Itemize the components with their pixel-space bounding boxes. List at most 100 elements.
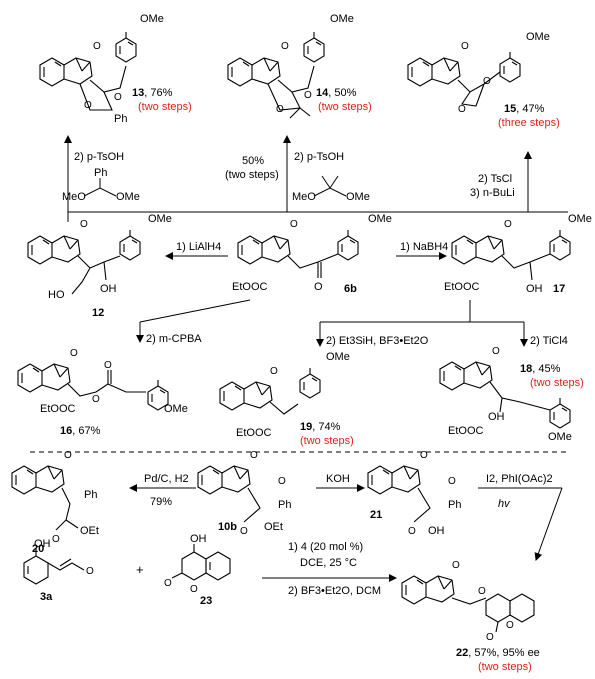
condition-catalyst: 1) 4 (20 mol %): [288, 541, 363, 553]
methoxy-label: OMe: [148, 213, 172, 225]
oxygen-label: O: [483, 76, 491, 87]
condition-hv: hv: [498, 498, 511, 510]
compound-22-structure: [401, 575, 535, 633]
condition-dce: DCE, 25 °C: [300, 557, 357, 569]
methoxy-label: OMe: [326, 351, 350, 363]
oxygen-label: O: [240, 526, 248, 537]
condition-yield-79: 79%: [150, 496, 172, 508]
oxygen-label: O: [64, 450, 72, 461]
compound-6b-structure: [237, 229, 359, 278]
ester-label: EtOOC: [232, 281, 268, 293]
compound-18-label: 18, 45%: [520, 363, 561, 375]
condition-ptsoh-14: 2) p-TsOH: [294, 151, 344, 163]
ester-label: EtOOC: [236, 427, 272, 439]
condition-bf3: 2) BF3•Et2O, DCM: [288, 585, 381, 597]
hydroxyl-label: OH: [488, 411, 505, 423]
oxygen-label: O: [86, 566, 94, 577]
hydroxyl-label: OH: [100, 283, 117, 295]
condition-nabh4: 1) NaBH4: [400, 241, 448, 253]
compound-16-label: 16, 67%: [60, 425, 101, 437]
oxygen-label: O: [452, 560, 460, 571]
oxygen-label: O: [70, 348, 78, 359]
compound-15-structure: [407, 51, 521, 107]
oxygen-label: O: [93, 41, 101, 52]
oxygen-label: O: [290, 219, 298, 230]
compound-10b-structure: [197, 465, 261, 523]
oxygen-label: O: [448, 476, 456, 487]
oxygen-label: O: [458, 104, 466, 115]
methoxy-label: MeO: [62, 191, 86, 203]
oxygen-label: O: [492, 346, 500, 357]
compound-3a-label: 3a: [40, 591, 53, 603]
oxygen-label: O: [461, 41, 469, 52]
methoxy-label: OMe: [140, 13, 164, 25]
condition-koh: KOH: [326, 473, 350, 485]
condition-yield-50: 50%: [242, 155, 264, 167]
compound-12-structure: [27, 229, 141, 295]
methoxy-label: MeO: [292, 191, 316, 203]
compound-3a-structure: [23, 548, 85, 585]
ester-label: EtOOC: [40, 403, 76, 415]
condition-et3sih: 2) Et3SiH, BF3•Et2O: [326, 335, 429, 347]
hydroxyl-label: HO: [48, 289, 65, 301]
compound-10b-label: 10b: [218, 521, 237, 533]
oxygen-label: O: [164, 578, 172, 589]
condition-i2: I2, PhI(OAc)2: [486, 473, 553, 485]
oxygen-label: O: [276, 104, 284, 115]
compound-13-label: 13, 76%: [132, 87, 173, 99]
oxygen-label: O: [506, 620, 514, 631]
oxygen-label: O: [104, 360, 112, 371]
condition-pdc: Pd/C, H2: [144, 473, 189, 485]
compound-23-label: 23: [200, 595, 212, 607]
reagent-dimethoxypropane: [313, 175, 347, 197]
methoxy-label: OMe: [526, 31, 550, 43]
compound-23-structure: [171, 544, 231, 581]
compound-21-structure: [367, 465, 431, 523]
compound-15-steps: (three steps): [498, 117, 560, 129]
oxygen-label: O: [84, 100, 92, 111]
compound-14-structure: [227, 31, 325, 119]
compound-17-label: 17: [553, 283, 565, 295]
ester-label: EtOOC: [444, 281, 480, 293]
compound-19-steps: (two steps): [300, 435, 354, 447]
arrow-i2-hv: [478, 487, 563, 561]
condition-two-steps: (two steps): [225, 169, 279, 181]
condition-lialh4: 1) LiAlH4: [176, 241, 221, 253]
compound-15-label: 15, 47%: [504, 103, 545, 115]
oxygen-label: O: [270, 366, 278, 377]
hydroxyl-label: OH: [428, 525, 445, 537]
methoxy-label: OMe: [164, 403, 188, 415]
arrow-mcpba: [136, 299, 251, 343]
compound-20-label: 20: [32, 543, 44, 555]
oxygen-label: O: [420, 450, 428, 461]
oxygen-label: O: [278, 476, 286, 487]
compound-14-steps: (two steps): [318, 101, 372, 113]
ester-label: EtOOC: [448, 425, 484, 437]
compound-14-label: 14, 50%: [316, 87, 357, 99]
phenyl-label: Ph: [448, 499, 461, 511]
hydroxyl-label: OH: [526, 283, 543, 295]
condition-ptsoh-13: 2) p-TsOH: [74, 151, 124, 163]
condition-mcpba: 2) m-CPBA: [146, 333, 202, 345]
arrow-et3sih-ticl4: [316, 300, 528, 347]
compound-13-structure: [39, 31, 137, 111]
oxygen-label: O: [92, 394, 100, 405]
oxygen-label: O: [408, 526, 416, 537]
compound-16-structure: [17, 363, 169, 411]
hydroxyl-label: OH: [34, 538, 51, 550]
compound-19-label: 19, 74%: [300, 421, 341, 433]
oxygen-label: O: [486, 632, 494, 643]
top-arrow-system: [64, 135, 568, 222]
oxygen-label: O: [314, 281, 323, 293]
oxygen-label: O: [304, 90, 312, 101]
condition-nbuli: 3) n-BuLi: [470, 187, 515, 199]
plus-sign: +: [136, 562, 144, 577]
ethoxy-label: OEt: [80, 525, 99, 537]
condition-ticl4: 2) TiCl4: [530, 335, 568, 347]
methoxy-label: OMe: [116, 191, 140, 203]
compound-6b-label: 6b: [344, 283, 357, 295]
compound-13-steps: (two steps): [138, 101, 192, 113]
phenyl-label: Ph: [114, 113, 127, 125]
methoxy-label: OMe: [548, 431, 572, 443]
